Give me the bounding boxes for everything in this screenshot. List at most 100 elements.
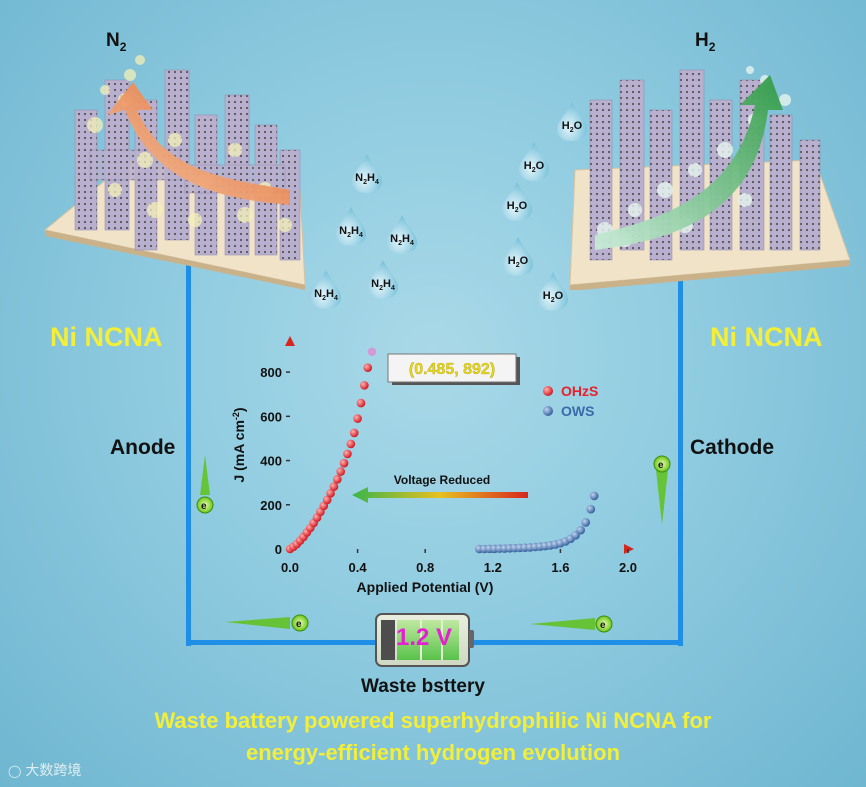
data-series xyxy=(285,347,599,554)
data-point-ows xyxy=(581,518,591,527)
x-tick-label: 0.4 xyxy=(349,560,368,575)
data-point-ohzs xyxy=(333,475,342,484)
data-point-ohzs xyxy=(346,439,356,449)
anode-gas-subscript: 2 xyxy=(119,39,127,54)
data-point-ohzs xyxy=(343,449,352,459)
data-point-ohzs xyxy=(329,482,339,491)
water-droplet: H2O xyxy=(499,180,535,222)
battery-voltage: 1.2 V xyxy=(395,624,453,651)
data-point-ohzs xyxy=(367,347,377,357)
data-point-ohzs xyxy=(356,398,366,408)
bottom-wire-left xyxy=(186,640,376,645)
anode-gas-symbol: N xyxy=(106,30,120,51)
droplet-formula: N2H4 xyxy=(339,225,363,240)
x-axis-arrowhead xyxy=(624,544,634,554)
legend-marker-ohzs xyxy=(543,386,553,396)
data-point-ohzs xyxy=(360,381,369,390)
electron-bottom-left: e xyxy=(225,614,309,632)
legend-marker-ows xyxy=(543,406,553,416)
anode-gas-label: N2 xyxy=(106,30,126,54)
hydrazine-droplet: N2H4 xyxy=(384,213,420,255)
bottom-wire-right xyxy=(470,640,683,645)
x-axis-label: Applied Potential (V) xyxy=(357,579,494,595)
data-point-ohzs xyxy=(363,363,373,372)
cathode-gas-symbol: H xyxy=(695,30,709,51)
battery-body xyxy=(375,613,470,667)
battery: 1.2 V xyxy=(370,610,474,672)
legend: OHzS OWS xyxy=(543,383,598,419)
data-point-ows xyxy=(576,525,585,535)
data-point-ohzs xyxy=(353,414,362,423)
battery-charge-fill xyxy=(397,620,459,660)
watermark: ◯ 大数跨境 xyxy=(8,760,81,780)
droplet-formula: H2O xyxy=(542,290,564,305)
data-point-ohzs xyxy=(336,467,345,476)
cathode-electrode-illustration xyxy=(569,66,851,290)
hydrazine-droplet: N2H4 xyxy=(333,205,369,247)
data-point-ohzs xyxy=(339,458,349,468)
anode-electrode-illustration xyxy=(43,55,306,290)
figure-title-line-2: energy-efficient hydrogen evolution xyxy=(245,740,621,765)
left-wire xyxy=(186,262,191,646)
y-axis-label: J (mA cm-2) xyxy=(231,407,247,482)
cathode-gas-label: H2 xyxy=(695,30,715,54)
legend-label-ows: OWS xyxy=(561,403,594,419)
x-tick-label: 1.2 xyxy=(484,560,502,575)
data-point-ohzs xyxy=(322,495,332,505)
electron-symbol: e xyxy=(600,620,606,631)
annotation-text: (0.485, 892) xyxy=(409,361,495,378)
water-droplet: H2O xyxy=(500,235,536,277)
droplet-formula: H2O xyxy=(507,255,529,270)
series-ohzs xyxy=(285,347,377,554)
battery-label: Waste bsttery xyxy=(361,676,485,697)
battery-terminal xyxy=(469,630,474,648)
data-point-ows xyxy=(589,491,599,501)
right-wire xyxy=(678,262,683,646)
x-tick-label: 0.0 xyxy=(281,560,299,575)
data-point-ohzs xyxy=(326,488,335,498)
droplet-formula: N2H4 xyxy=(390,233,414,248)
droplet-formula: N2H4 xyxy=(355,172,379,187)
electron-symbol: e xyxy=(658,460,664,471)
droplet-formula: H2O xyxy=(506,200,528,215)
cathode-material-label: Ni NCNA xyxy=(710,322,823,352)
voltage-reduced-text: Voltage Reduced xyxy=(394,473,490,487)
water-droplet: H2O xyxy=(554,100,590,142)
droplet-formula: H2O xyxy=(561,120,583,135)
watermark-text: 大数跨境 xyxy=(25,762,82,778)
electron-anode-vertical: e xyxy=(196,455,214,514)
water-droplet: H2O xyxy=(535,270,571,312)
battery-cap xyxy=(381,620,395,660)
droplet-formula: N2H4 xyxy=(371,278,395,293)
legend-label-ohzs: OHzS xyxy=(561,383,598,399)
y-tick-label: 800 xyxy=(260,365,282,380)
electron-symbol: e xyxy=(201,501,207,512)
voltage-reduced-arrow xyxy=(352,487,528,503)
x-tick-label: 0.8 xyxy=(416,560,434,575)
anode-material-label: Ni NCNA xyxy=(50,322,163,352)
droplet-formula: H2O xyxy=(523,160,545,175)
data-point-ohzs xyxy=(349,428,359,438)
battery-cell-divider xyxy=(441,620,443,660)
hydrazine-droplet: N2H4 xyxy=(308,268,344,310)
series-ows xyxy=(474,491,599,554)
figure-title-line-1: Waste battery powered superhydrophilic N… xyxy=(154,708,712,733)
electron-symbol: e xyxy=(296,619,302,630)
x-tick-label: 2.0 xyxy=(619,560,637,575)
battery-cell-divider xyxy=(420,620,422,660)
polarization-chart: 0.0 0.4 0.8 1.2 1.6 2.0 0 200 400 600 800 Applied … xyxy=(231,336,637,595)
cathode-label: Cathode xyxy=(690,436,774,459)
y-tick-label: 400 xyxy=(260,454,282,469)
data-point-ows xyxy=(586,504,596,514)
hydrazine-droplet: N2H4 xyxy=(349,152,385,194)
y-tick-label: 200 xyxy=(260,498,282,513)
watermark-logo-icon: ◯ xyxy=(8,764,22,778)
x-tick-label: 1.6 xyxy=(551,560,569,575)
axis-ticks: 0.0 0.4 0.8 1.2 1.6 2.0 0 200 400 600 800 xyxy=(260,365,637,575)
y-tick-label: 600 xyxy=(260,409,282,424)
y-tick-label: 0 xyxy=(275,542,282,557)
annotation-box xyxy=(387,353,517,383)
electron-bottom-right: e xyxy=(530,615,613,633)
